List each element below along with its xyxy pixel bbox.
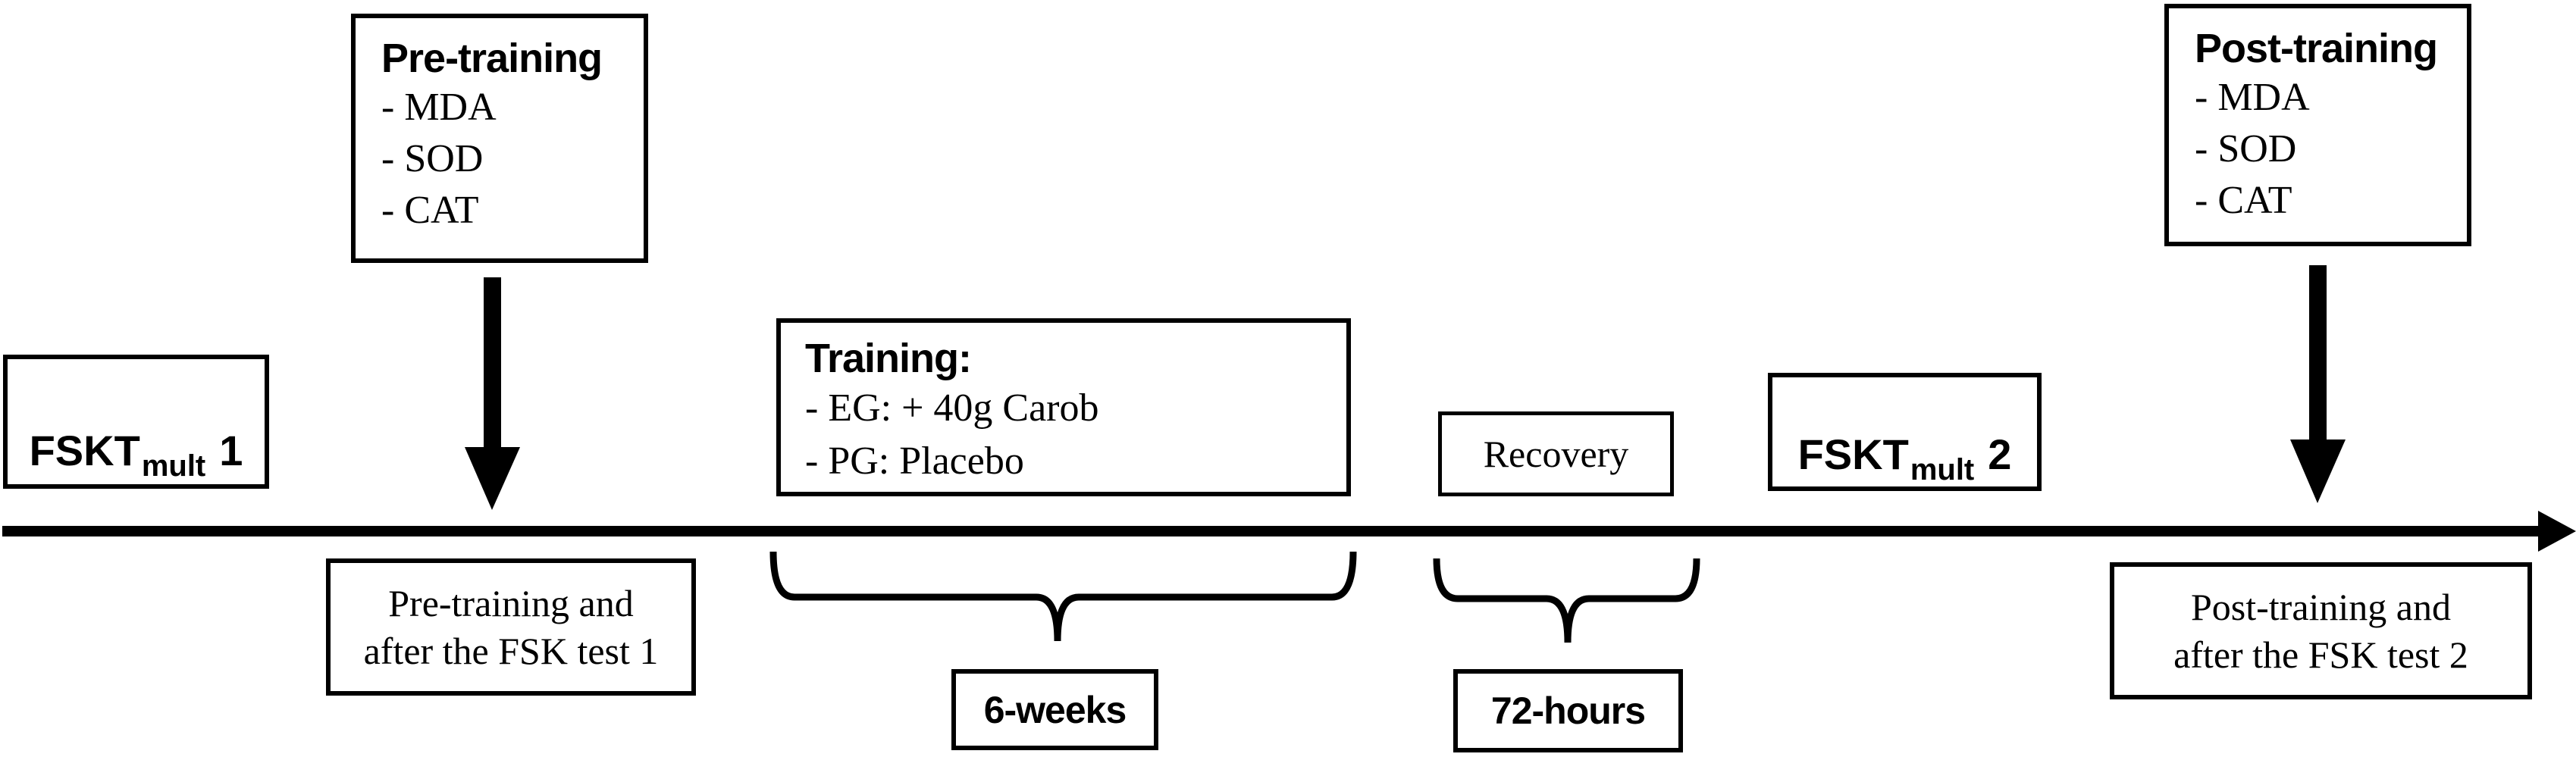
pre-training-title: Pre-training [381, 36, 603, 81]
pre-training-box: Pre-training - MDA - SOD - CAT [351, 14, 648, 263]
recovery-label: Recovery [1483, 433, 1629, 475]
pre-note-line2: after the FSK test 1 [363, 629, 659, 672]
post-training-item-mda: - MDA [2195, 76, 2310, 119]
post-training-note-box: Post-training and after the FSK test 2 [2110, 562, 2532, 699]
post-training-item-sod: - SOD [2195, 127, 2297, 170]
six-weeks-label: 6-weeks [983, 688, 1127, 731]
fskt-mult-1-box: FSKTmult 1 [3, 355, 269, 489]
seventy-two-hours-box: 72-hours [1453, 669, 1683, 752]
post-training-title: Post-training [2195, 26, 2438, 71]
six-weeks-box: 6-weeks [951, 669, 1158, 750]
training-title: Training: [805, 336, 972, 381]
fskt1-subscript: mult [141, 449, 206, 483]
fskt2-base: FSKT [1797, 430, 1909, 478]
post-note-line2: after the FSK test 2 [2173, 633, 2468, 676]
pre-training-item-cat: - CAT [381, 189, 479, 232]
training-item-pg: - PG: Placebo [805, 439, 1024, 483]
fskt-mult-1-label: FSKTmult 1 [29, 426, 243, 483]
recovery-box: Recovery [1438, 411, 1674, 496]
pre-training-item-sod: - SOD [381, 137, 484, 180]
pre-training-note-box: Pre-training and after the FSK test 1 [326, 558, 696, 696]
post-training-box: Post-training - MDA - SOD - CAT [2164, 4, 2471, 246]
fskt2-subscript: mult [1910, 453, 1975, 486]
fskt1-number: 1 [219, 427, 243, 474]
pre-training-item-mda: - MDA [381, 86, 497, 129]
fskt2-number: 2 [1988, 430, 2012, 478]
pre-training-down-arrow [465, 277, 520, 510]
fskt1-base: FSKT [29, 427, 140, 474]
fskt-mult-2-box: FSKTmult 2 [1768, 373, 2042, 491]
fskt-mult-2-label: FSKTmult 2 [1797, 430, 2012, 486]
post-training-item-cat: - CAT [2195, 179, 2292, 222]
post-note-line1: Post-training and [2190, 585, 2451, 628]
seventy-two-hours-brace [1433, 558, 1700, 643]
six-weeks-brace [769, 551, 1357, 642]
seventy-two-hours-label: 72-hours [1490, 690, 1646, 732]
training-item-eg: - EG: + 40g Carob [805, 386, 1099, 430]
pre-note-line1: Pre-training and [388, 581, 634, 624]
training-box: Training: - EG: + 40g Carob - PG: Placeb… [776, 318, 1351, 496]
post-training-down-arrow [2290, 265, 2346, 503]
timeline-arrow [2, 511, 2576, 552]
